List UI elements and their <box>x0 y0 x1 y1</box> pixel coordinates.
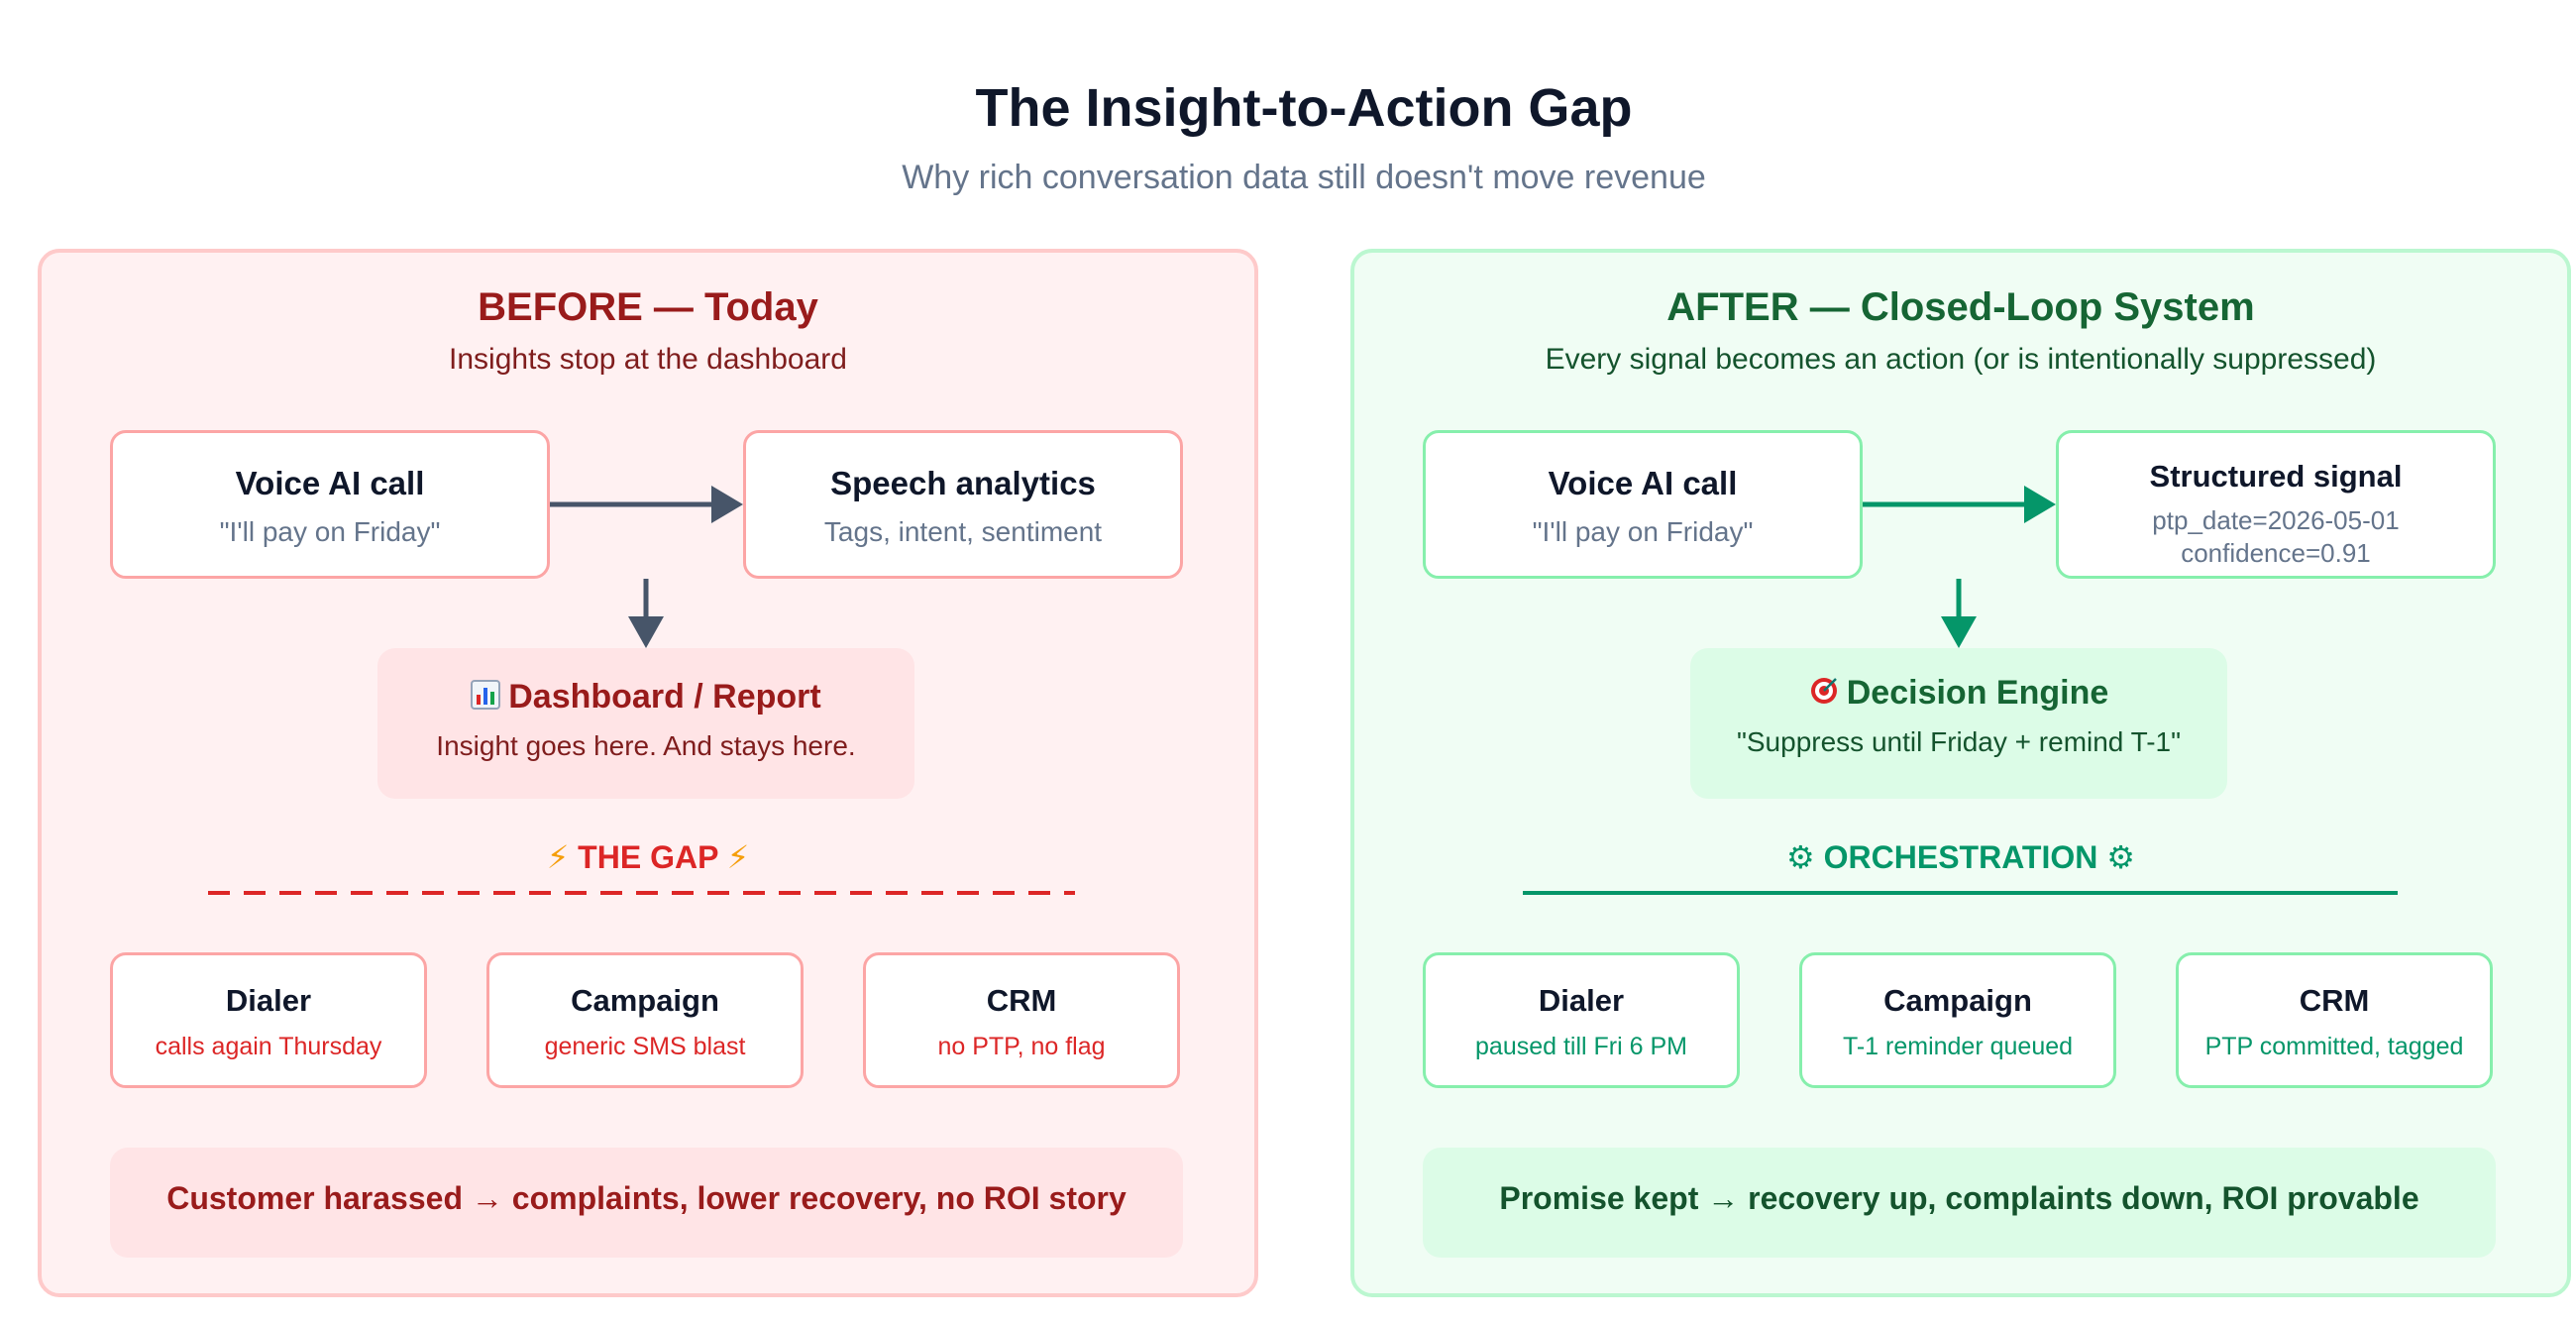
decision-engine-title: Decision Engine <box>1846 674 2109 712</box>
after-campaign-box: Campaign T-1 reminder queued <box>1799 952 2116 1088</box>
dashboard-report-sub: Insight goes here. And stays here. <box>436 729 856 761</box>
before-campaign-box: Campaign generic SMS blast <box>486 952 804 1088</box>
after-outcome-box: Promise kept → recovery up, complaints d… <box>1423 1148 2496 1258</box>
gear-icon: ⚙ <box>2106 839 2135 875</box>
arrow-head-analytics <box>711 486 743 523</box>
after-crm-box: CRM PTP committed, tagged <box>2176 952 2493 1088</box>
orchestration-label-text: ORCHESTRATION <box>1823 839 2098 875</box>
gap-label-text: THE GAP <box>578 839 718 875</box>
before-dialer-sub: calls again Thursday <box>155 1033 382 1060</box>
arrow-head-dashboard <box>628 616 664 648</box>
speech-analytics-sub: Tags, intent, sentiment <box>823 516 1103 547</box>
voice-call-quote: "I'll pay on Friday" <box>219 516 441 547</box>
after-campaign-sub: T-1 reminder queued <box>1842 1033 2074 1060</box>
speech-analytics-box: Speech analytics Tags, intent, sentiment <box>743 430 1183 579</box>
after-dialer-box: Dialer paused till Fri 6 PM <box>1423 952 1740 1088</box>
after-subtitle: Every signal becomes an action (or is in… <box>1545 343 2377 376</box>
after-campaign-title: Campaign <box>1883 983 2032 1018</box>
orchestration-label: ⚙ ORCHESTRATION ⚙ <box>1350 838 2571 876</box>
before-panel <box>38 249 1258 1297</box>
bar-chart-icon <box>471 679 501 718</box>
after-dialer-sub: paused till Fri 6 PM <box>1475 1033 1687 1060</box>
structured-signal-title: Structured signal <box>2149 459 2403 494</box>
before-voice-call-box: Voice AI call "I'll pay on Friday" <box>110 430 550 579</box>
after-voice-call-title: Voice AI call <box>1548 465 1738 501</box>
arrow-head-engine <box>1941 616 1977 648</box>
before-subtitle: Insights stop at the dashboard <box>449 343 847 376</box>
gear-icon: ⚙ <box>1786 839 1815 875</box>
after-voice-call-box: Voice AI call "I'll pay on Friday" <box>1423 430 1863 579</box>
dashboard-report-title: Dashboard / Report <box>508 678 821 716</box>
signal-confidence: confidence=0.91 <box>2181 537 2371 568</box>
page-title: The Insight-to-Action Gap <box>975 78 1633 138</box>
after-crm-title: CRM <box>2299 983 2370 1018</box>
decision-engine-sub: "Suppress until Friday + remind T-1" <box>1736 725 2182 757</box>
target-icon <box>1809 676 1839 715</box>
signal-ptp-date: ptp_date=2026-05-01 <box>2152 505 2400 535</box>
after-voice-call-quote: "I'll pay on Friday" <box>1532 516 1754 547</box>
lightning-icon: ⚡ <box>546 839 570 875</box>
after-dialer-title: Dialer <box>1538 983 1625 1018</box>
gap-label: ⚡ THE GAP ⚡ <box>38 838 1258 876</box>
before-crm-title: CRM <box>986 983 1057 1018</box>
speech-analytics-title: Speech analytics <box>830 465 1096 501</box>
page-subtitle: Why rich conversation data still doesn't… <box>902 159 1706 196</box>
after-title: AFTER — Closed-Loop System <box>1666 285 2255 329</box>
dashboard-report-box: Dashboard / Report Insight goes here. An… <box>377 648 914 799</box>
before-campaign-sub: generic SMS blast <box>544 1033 746 1060</box>
arrow-head-signal <box>2024 486 2056 523</box>
voice-call-title: Voice AI call <box>235 465 425 501</box>
before-dialer-box: Dialer calls again Thursday <box>110 952 427 1088</box>
before-campaign-title: Campaign <box>571 983 719 1018</box>
before-crm-sub: no PTP, no flag <box>937 1033 1106 1060</box>
decision-engine-box: Decision Engine "Suppress until Friday +… <box>1690 648 2227 799</box>
before-crm-box: CRM no PTP, no flag <box>863 952 1180 1088</box>
before-title: BEFORE — Today <box>478 285 818 329</box>
before-dialer-title: Dialer <box>225 983 312 1018</box>
structured-signal-box: Structured signal ptp_date=2026-05-01 co… <box>2056 430 2496 579</box>
after-crm-sub: PTP committed, tagged <box>2204 1033 2464 1060</box>
before-outcome-box: Customer harassed → complaints, lower re… <box>110 1148 1183 1258</box>
lightning-icon: ⚡ <box>726 839 750 875</box>
